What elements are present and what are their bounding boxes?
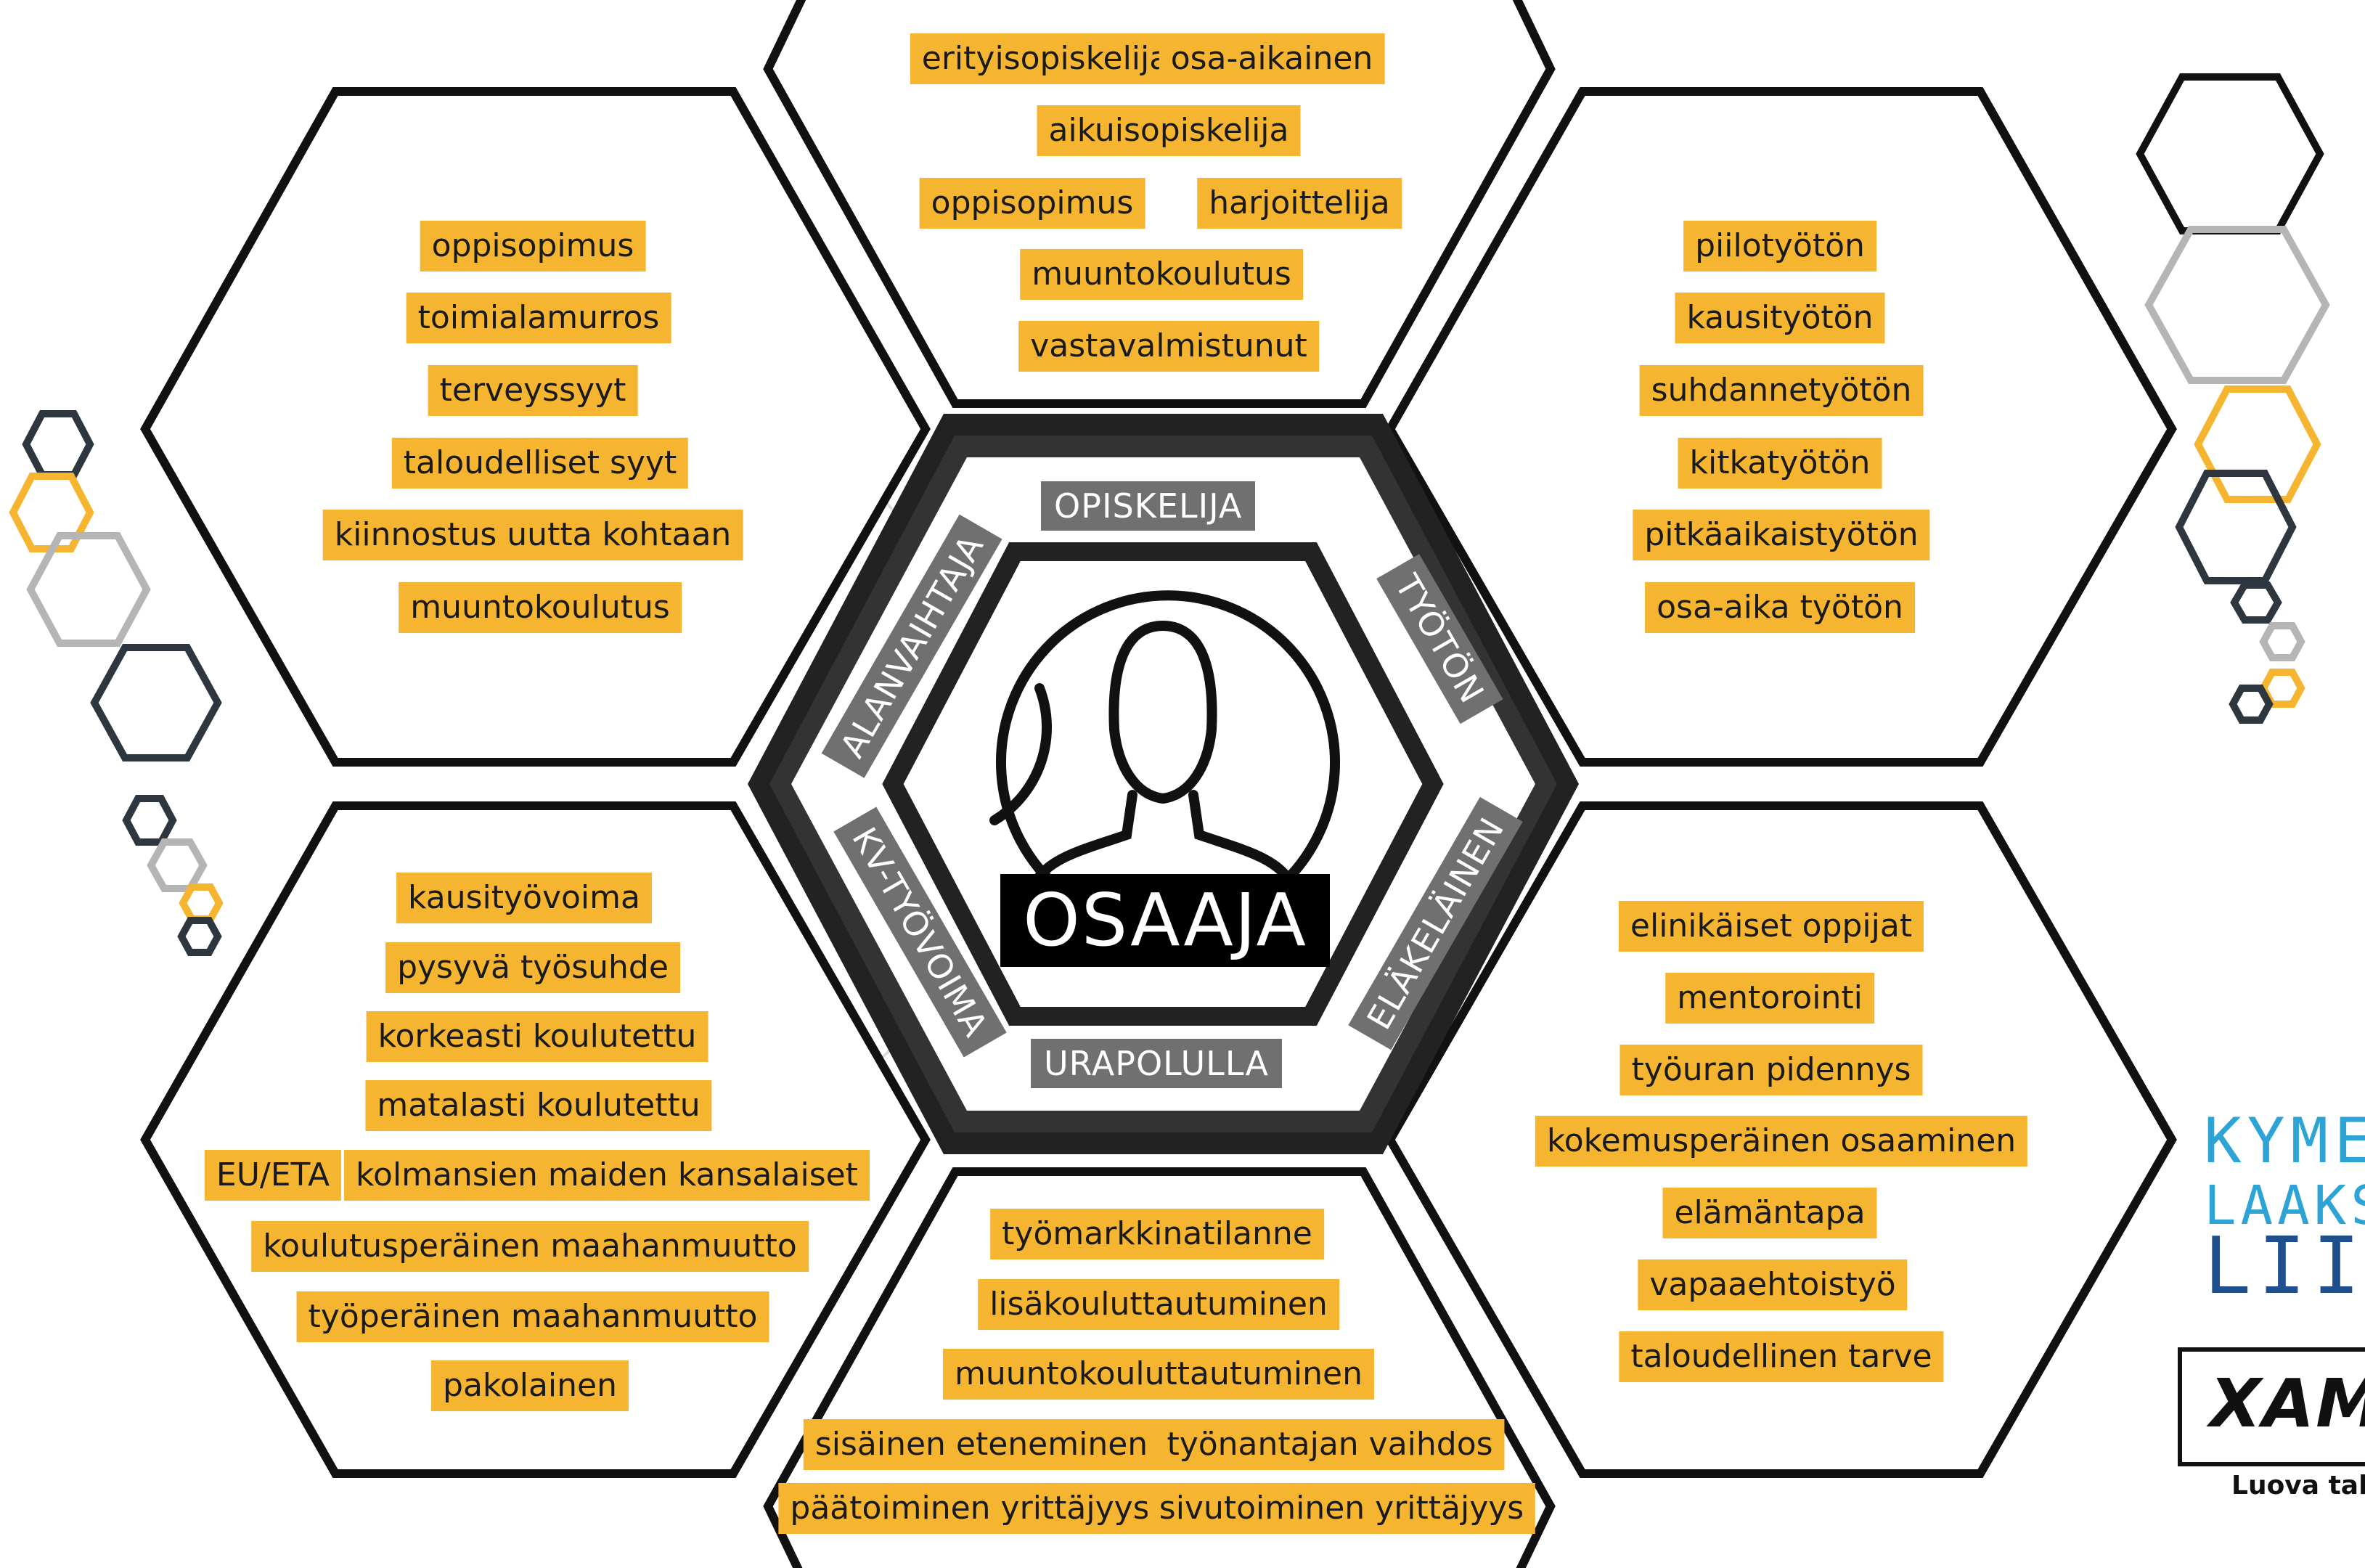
chip-ll-eu-eta: EU/ETA <box>204 1150 342 1201</box>
chip-b-paatoiminen-yrittajyys: päätoiminen yrittäjyys <box>778 1483 1161 1534</box>
chip-ur-piilotyoton: piilotyötön <box>1683 221 1876 271</box>
chip-ul-oppisopimus: oppisopimus <box>420 221 646 271</box>
chip-lr-mentorointi: mentorointi <box>1665 973 1874 1024</box>
decorative-hexagons-left <box>9 410 224 956</box>
chip-top-oppisopimus: oppisopimus <box>919 178 1145 229</box>
chip-b-muuntokouluttautuminen: muuntokouluttautuminen <box>943 1349 1374 1400</box>
chip-ul-taloudelliset-syyt: taloudelliset syyt <box>391 438 689 489</box>
chip-b-tyomarkkinatilanne: työmarkkinatilanne <box>990 1209 1324 1259</box>
chip-lr-vapaaehtoistyo: vapaaehtoistyö <box>1638 1259 1908 1310</box>
chip-ll-pakolainen: pakolainen <box>431 1360 629 1411</box>
chip-top-osa-aikainen: osa-aikainen <box>1159 33 1385 84</box>
chip-ul-toimialamurros: toimialamurros <box>406 293 671 343</box>
chip-top-erityisopiskelija: erityisopiskelija <box>910 33 1181 84</box>
chip-ll-matalasti-koulutettu: matalasti koulutettu <box>365 1080 712 1131</box>
chip-ll-koulutusperainen: koulutusperäinen maahanmuutto <box>251 1221 809 1272</box>
chip-lr-elinikaiset-oppijat: elinikäiset oppijat <box>1618 901 1924 952</box>
xamk-tagline: Luova talo <box>2231 1471 2365 1500</box>
chip-b-sivutoiminen-yrittajyys: sivutoiminen yrittäjyys <box>1147 1483 1536 1534</box>
chip-ll-korkeasti-koulutettu: korkeasti koulutettu <box>366 1011 708 1062</box>
chip-ll-kolmansien-maiden: kolmansien maiden kansalaiset <box>344 1150 870 1201</box>
chip-lr-kokemusperainen: kokemusperäinen osaaminen <box>1535 1116 2028 1167</box>
chip-ur-suhdannetyoton: suhdannetyötön <box>1639 365 1924 416</box>
hexagon-top <box>763 0 1556 408</box>
kymenlaakso-logo-line2: LAAKS <box>2204 1175 2365 1237</box>
kymenlaakso-logo-line1: KYME <box>2204 1105 2365 1177</box>
chip-ur-osa-aika-tyoton: osa-aika työtön <box>1645 582 1915 633</box>
kymenlaakso-logo-line3: LIITT <box>2204 1221 2365 1312</box>
person-icon <box>989 590 1340 897</box>
chip-lr-tyouran-pidennys: työuran pidennys <box>1619 1045 1923 1095</box>
hexagon-upper-right <box>1385 87 2177 767</box>
chip-ul-kiinnostus: kiinnostus uutta kohtaan <box>322 510 743 560</box>
chip-ll-kausityovoima: kausityövoima <box>396 873 652 923</box>
center-title: OSAAJA <box>1000 874 1330 967</box>
chip-top-muuntokoulutus: muuntokoulutus <box>1020 249 1303 300</box>
ring-label-urapolulla: URAPOLULLA <box>1031 1039 1282 1088</box>
chip-ur-kitkatyoton: kitkatyötön <box>1678 438 1882 489</box>
hexagon-upper-left <box>140 87 931 767</box>
chip-ur-pitkaaikaistyoton: pitkäaikaistyötön <box>1633 510 1930 560</box>
xamk-logo-frame <box>2178 1347 2365 1466</box>
xamk-logo-text: XAM <box>2210 1365 2365 1442</box>
chip-b-sisainen-eteneminen: sisäinen eteneminen <box>803 1419 1160 1470</box>
chip-ul-muuntokoulutus: muuntokoulutus <box>399 582 682 633</box>
chip-lr-elamantapa: elämäntapa <box>1662 1188 1877 1238</box>
chip-ur-kausityoton: kausityötön <box>1675 293 1885 343</box>
chip-top-harjoittelija: harjoittelija <box>1197 178 1402 229</box>
chip-ll-pysyva-tyosuhde: pysyvä työsuhde <box>385 942 680 993</box>
chip-top-aikuisopiskelija: aikuisopiskelija <box>1037 105 1301 156</box>
chip-b-lisakouluttautuminen: lisäkouluttautuminen <box>978 1279 1339 1330</box>
decorative-hexagons-right <box>2136 73 2330 724</box>
chip-ul-terveyssyyt: terveyssyyt <box>428 365 638 416</box>
chip-top-vastavalmistunut: vastavalmistunut <box>1018 321 1319 372</box>
chip-lr-taloudellinen-tarve: taloudellinen tarve <box>1619 1331 1944 1382</box>
chip-ll-tyoperainen: työperäinen maahanmuutto <box>296 1291 769 1342</box>
ring-label-opiskelija: OPISKELIJA <box>1041 481 1256 531</box>
chip-b-tyonantajan-vaihdos: työnantajan vaihdos <box>1155 1419 1505 1470</box>
